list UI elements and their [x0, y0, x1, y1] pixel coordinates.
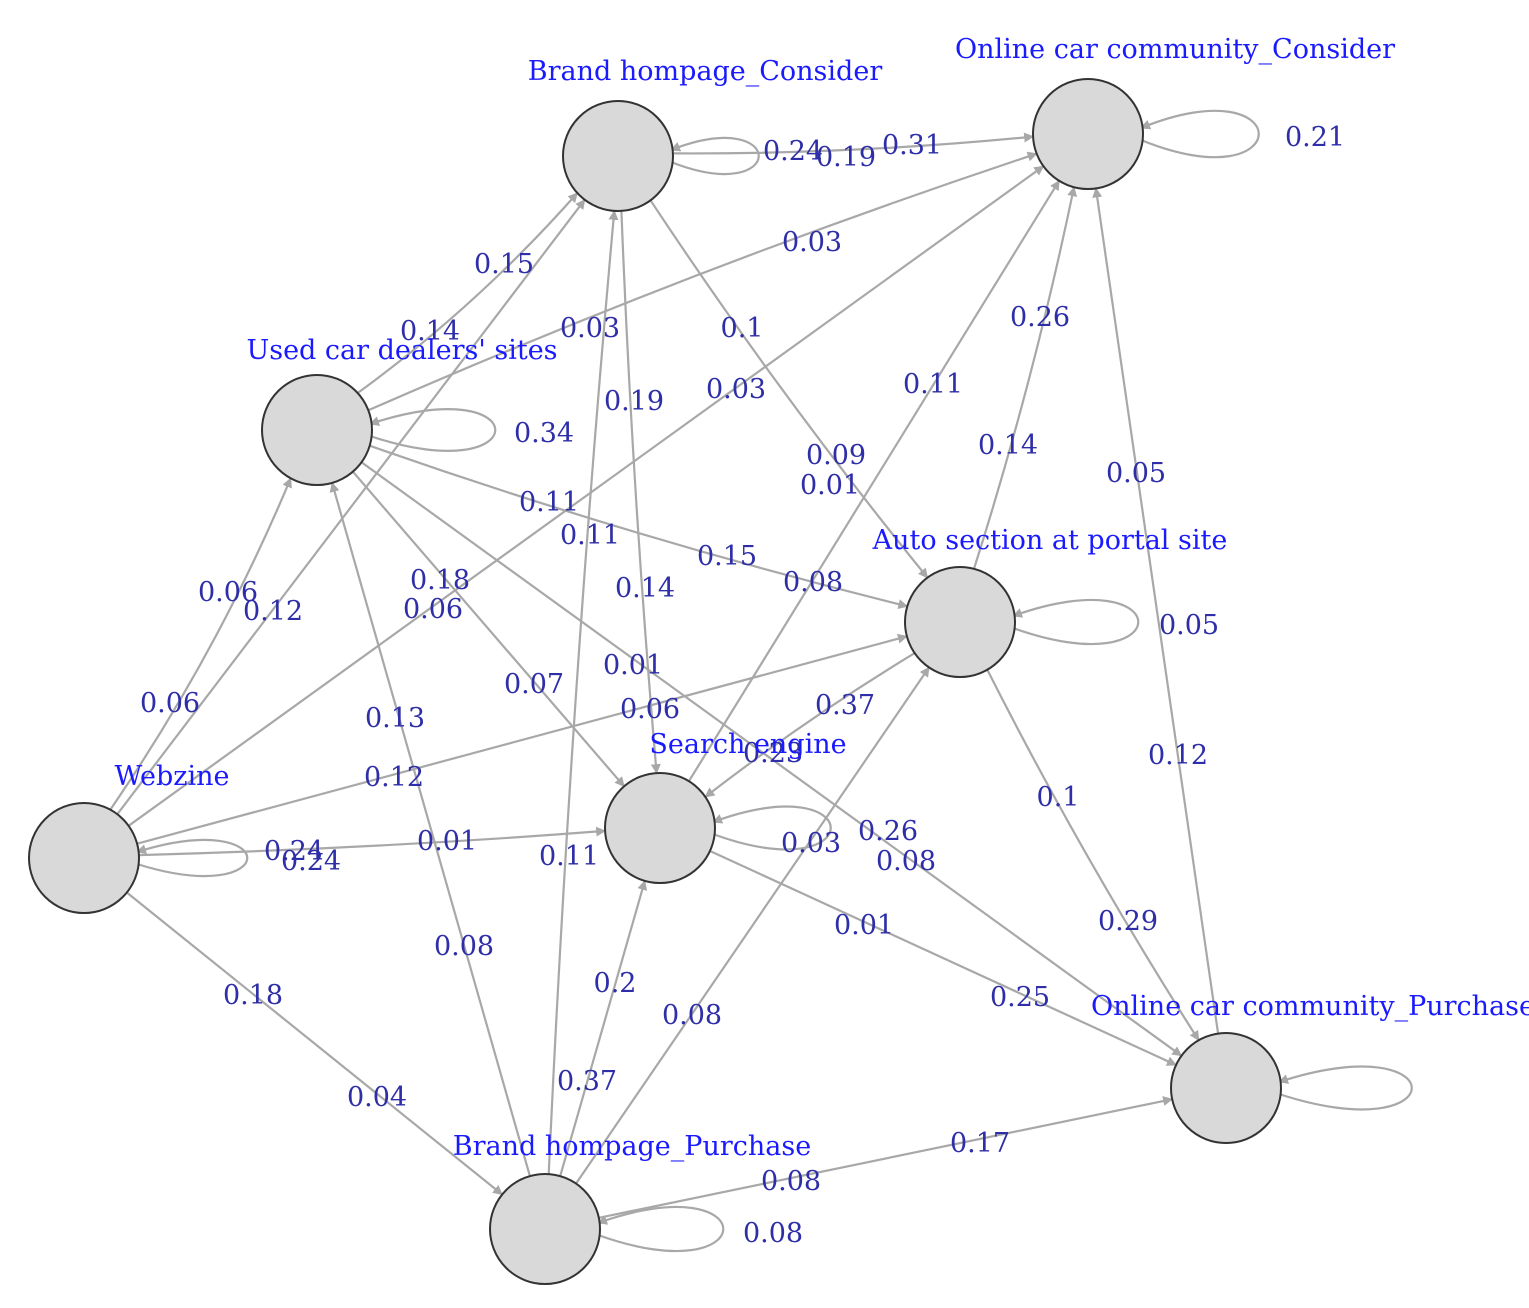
- edge-weight-label: 0.08: [761, 1166, 821, 1197]
- edge-weight-label: 0.07: [504, 669, 564, 700]
- node-label-online_consider: Online car community_Consider: [955, 34, 1395, 65]
- self-loop-search: [712, 805, 832, 851]
- edge-weight-label: 0.24: [264, 836, 324, 867]
- node-label-brand_purchase: Brand hompage_Purchase: [453, 1131, 811, 1162]
- edge-weight-label: 0.12: [243, 596, 303, 627]
- edge-weight-label: 0.15: [474, 249, 534, 280]
- edge-webzine-online_consider: [127, 165, 1045, 827]
- edge-weight-label: 0.09: [806, 440, 866, 471]
- edge-weight-label: 0.12: [1148, 740, 1208, 771]
- node-label-online_purchase: Online car community_Purchase: [1091, 991, 1529, 1022]
- nodes-layer: [28, 78, 1282, 1285]
- edge-brand_purchase-online_purchase: [589, 1096, 1174, 1225]
- edge-webzine-used_car: [101, 477, 292, 820]
- edge-weight-label: 0.24: [0, 0, 30, 7]
- self-loop-auto_portal: [1012, 598, 1140, 646]
- node-used_car: [261, 374, 373, 486]
- edge-weight-label: 0.29: [1098, 906, 1158, 937]
- edge-weight-label: 0.12: [364, 762, 424, 793]
- edge-weight-label: 0.34: [514, 418, 574, 449]
- edge-weight-label: 0.14: [615, 573, 675, 604]
- edge-weight-label: 0.31: [882, 130, 942, 161]
- edge-weight-label: 0.15: [697, 541, 757, 572]
- edge-weight-label: 0.24: [281, 846, 341, 877]
- edge-weight-label: 0.24: [763, 136, 823, 167]
- node-label-webzine: Webzine: [114, 761, 229, 792]
- edge-weight-label: 0.03: [706, 374, 766, 405]
- edge-weight-label: 0.01: [417, 826, 477, 857]
- node-label-used_car: Used car dealers' sites: [246, 335, 557, 366]
- node-label-auto_portal: Auto section at portal site: [872, 525, 1228, 556]
- edge-used_car-search: [343, 461, 625, 788]
- edge-webzine-search: [129, 826, 607, 861]
- node-online_purchase: [1170, 1032, 1282, 1144]
- edge-weight-label: 0.37: [557, 1066, 617, 1097]
- edge-weight-label: 0.05: [1159, 610, 1219, 641]
- edge-weight-label: 0.2: [594, 968, 637, 999]
- edge-weight-label: 0.08: [743, 1218, 803, 1249]
- edge-weight-label: 0.26: [858, 816, 918, 847]
- edge-weight-label: 0.04: [347, 1082, 407, 1113]
- edge-weight-label: 0.03: [560, 313, 620, 344]
- edge-weight-label: 0.18: [410, 565, 470, 596]
- edge-weight-label: 0.14: [400, 316, 460, 347]
- edge-weight-label: 0.14: [978, 430, 1038, 461]
- node-label-brand_consider: Brand hompage_Consider: [528, 56, 883, 87]
- edge-weight-label: 0.19: [604, 386, 664, 417]
- self-loop-online_consider: [1140, 109, 1260, 159]
- edge-weight-label: 0.08: [876, 846, 936, 877]
- edge-weight-label: 0.26: [1010, 302, 1070, 333]
- edge-weight-label: 0.25: [990, 982, 1050, 1013]
- edge-weight-label: 0.06: [620, 694, 680, 725]
- edge-weight-label: 0.06: [140, 688, 200, 719]
- edge-weight-label: 0.06: [198, 577, 258, 608]
- edge-weight-label: 0.23: [743, 738, 803, 769]
- edge-weight-label: 0.18: [223, 980, 283, 1011]
- edge-webzine-brand_purchase: [116, 882, 503, 1196]
- edge-weight-label: 0.08: [434, 931, 494, 962]
- edge-weight-label: 0.06: [403, 594, 463, 625]
- edge-weight-label: 0.21: [1285, 122, 1345, 153]
- loops-layer: [136, 109, 1413, 1253]
- edge-weight-label: 0.08: [783, 567, 843, 598]
- edge-weight-label: 0.01: [834, 910, 894, 941]
- edge-weight-label: 0.13: [365, 703, 425, 734]
- edge-weight-label: 0.1: [721, 313, 764, 344]
- edge-webzine-brand_consider: [116, 199, 586, 815]
- edge-weight-label: 0.11: [539, 841, 599, 872]
- self-loop-webzine: [136, 838, 249, 878]
- edge-weight-label: 0.03: [782, 227, 842, 258]
- node-label-search: Search engine: [649, 729, 846, 760]
- edge-weight-label: 0.1: [1037, 782, 1080, 813]
- edge-weight-label: 0.17: [950, 1128, 1010, 1159]
- edges-layer: [101, 132, 1225, 1225]
- edge-weight-label: 0.11: [560, 520, 620, 551]
- self-loop-online_purchase: [1278, 1065, 1413, 1111]
- node-search: [604, 772, 716, 884]
- node-brand_consider: [562, 100, 674, 212]
- edge-weight-label: 0.19: [816, 142, 876, 173]
- edge-weight-label: 0.03: [781, 828, 841, 859]
- edge-weight-label: 0.01: [603, 650, 663, 681]
- node-online_consider: [1032, 78, 1144, 190]
- node-webzine: [28, 802, 140, 914]
- edge-weight-label: 0.11: [903, 369, 963, 400]
- self-loop-brand_consider: [670, 136, 760, 176]
- edge-weight-label: 0.11: [519, 487, 579, 518]
- edge-weight-label: 0.08: [662, 1000, 722, 1031]
- node-auto_portal: [904, 566, 1016, 678]
- edge-weight-label: 0.37: [815, 690, 875, 721]
- node-brand_purchase: [489, 1173, 601, 1285]
- edge-auto_portal-search: [704, 644, 925, 798]
- edge-brand_consider-search: [616, 201, 661, 775]
- edge-weight-label: 0.01: [800, 470, 860, 501]
- self-loop-used_car: [369, 408, 497, 452]
- self-loop-brand_purchase: [597, 1205, 725, 1253]
- edge-weight-label: 0.05: [1106, 458, 1166, 489]
- edge-auto_portal-online_consider: [966, 186, 1078, 579]
